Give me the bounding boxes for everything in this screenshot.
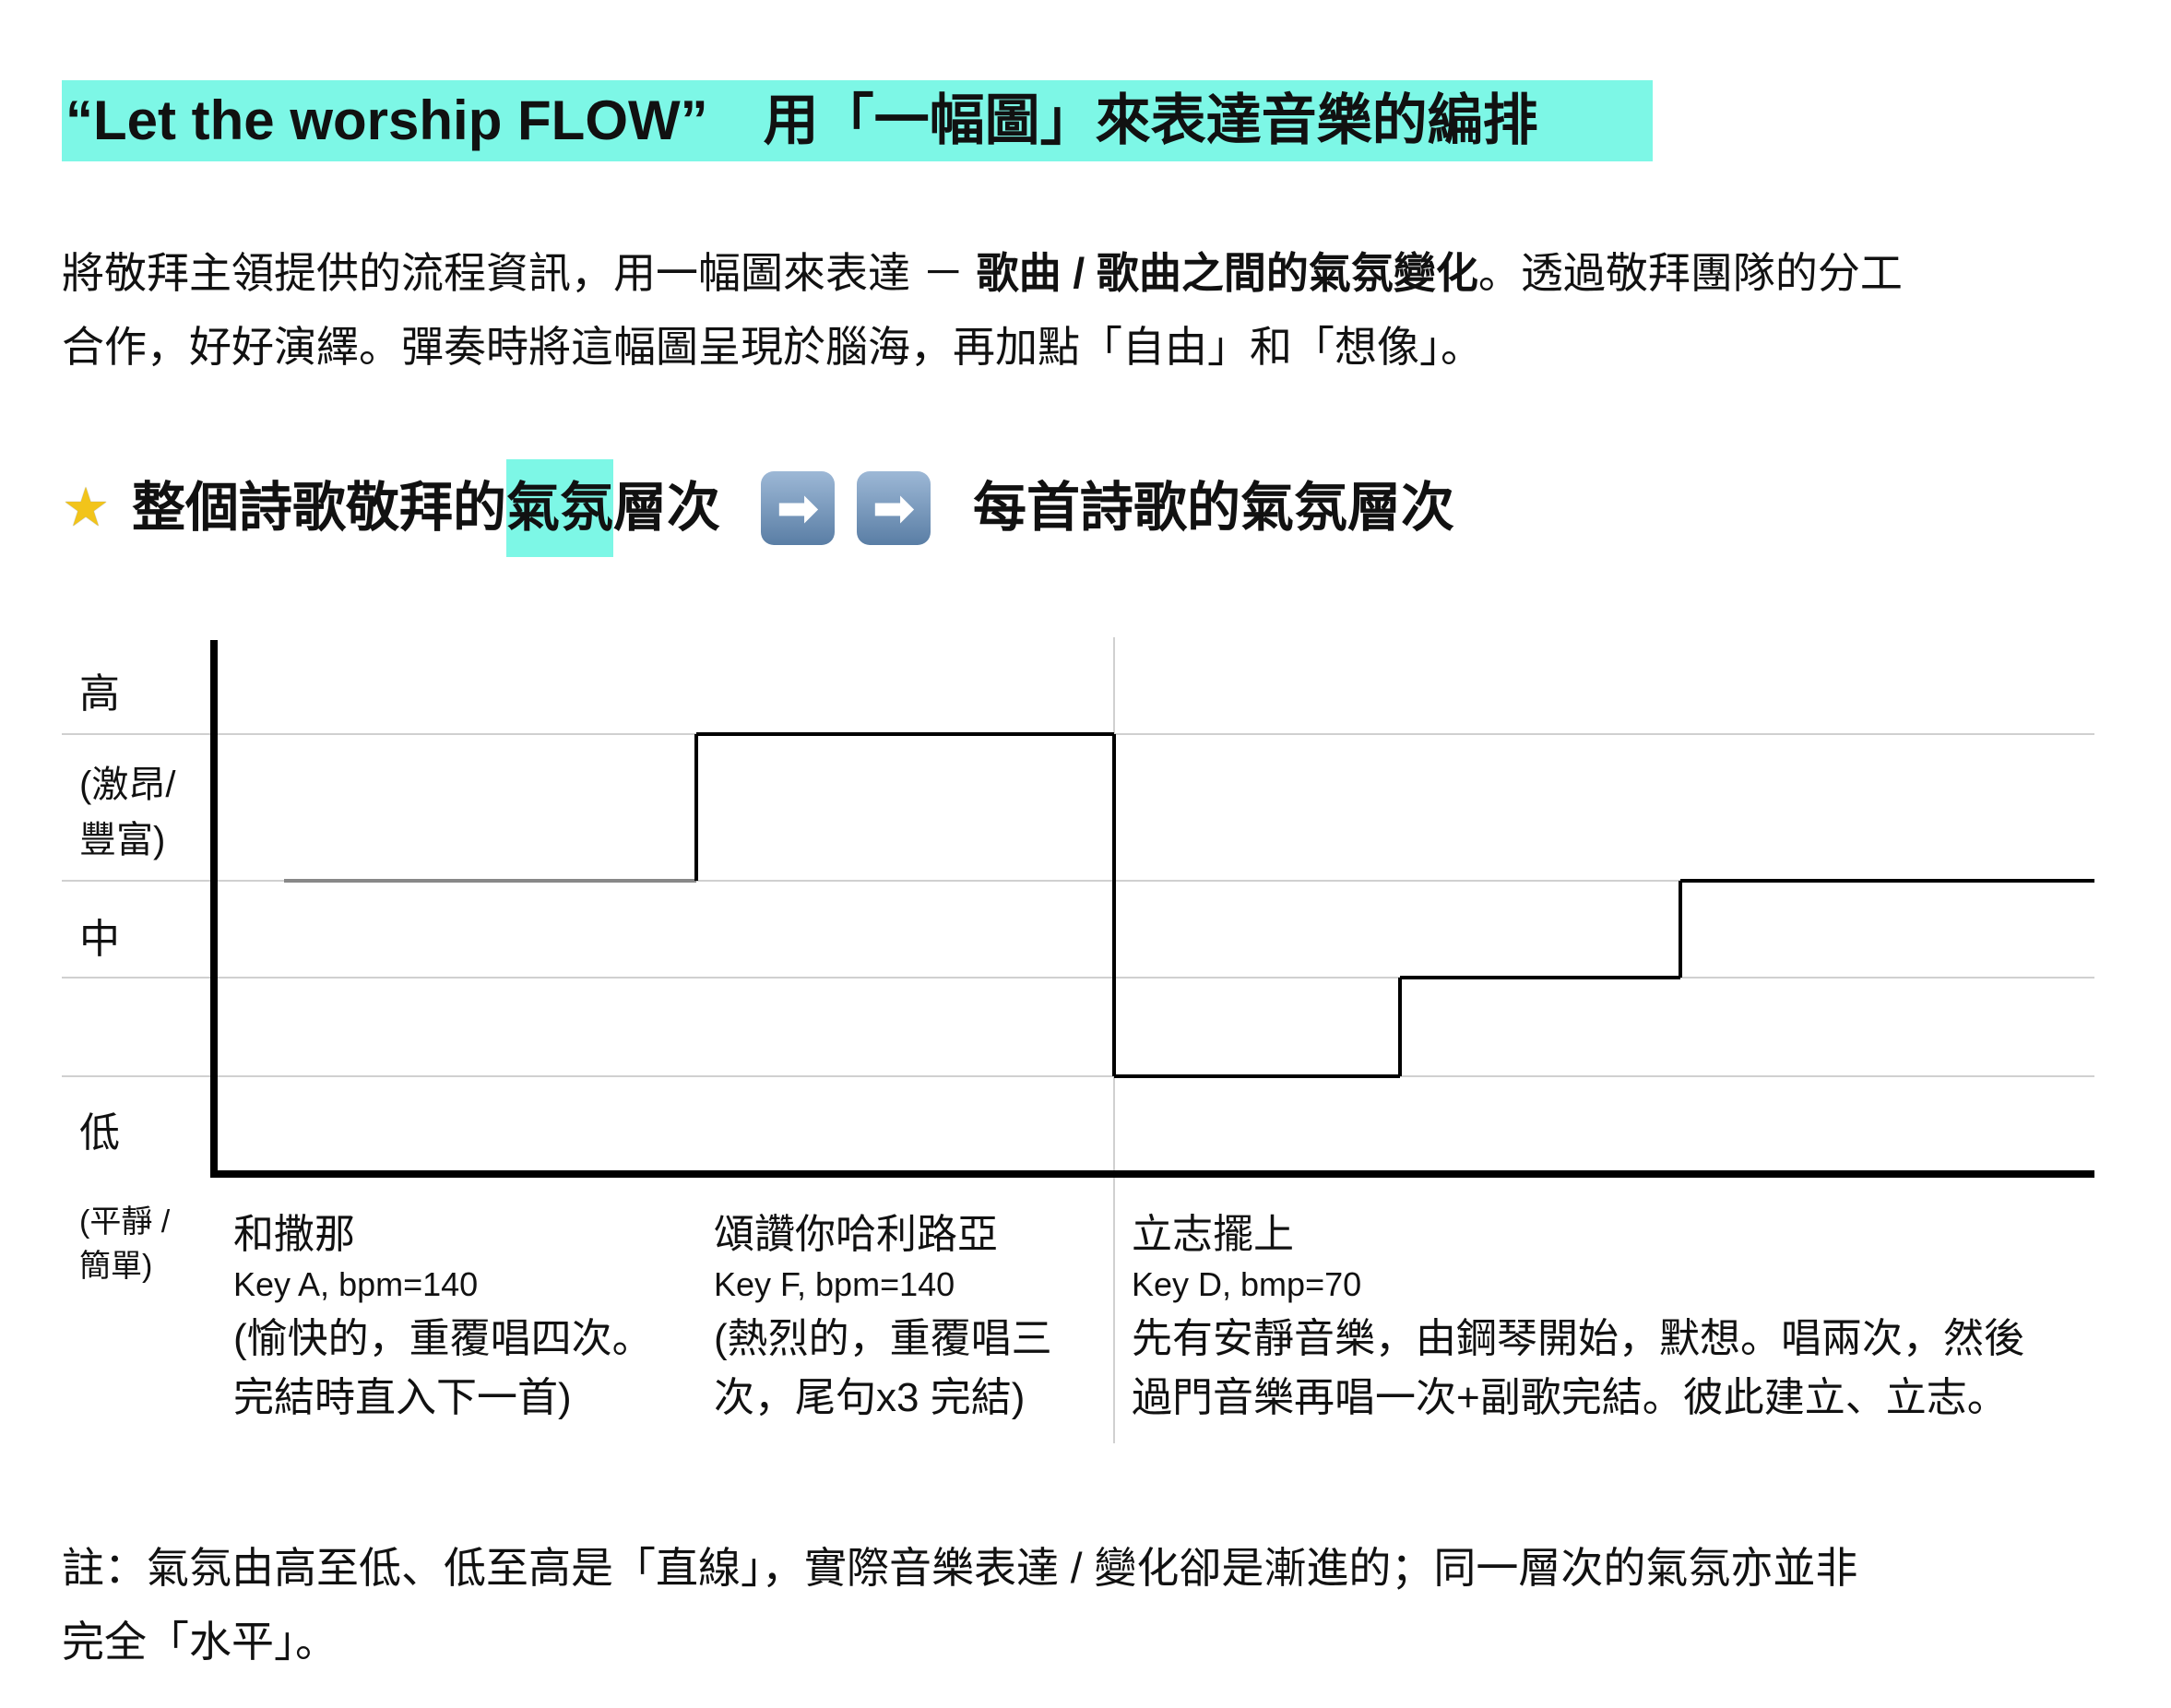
right-arrow-icon: ➡ bbox=[761, 471, 836, 545]
song-title: 頌讚你哈利路亞 bbox=[714, 1212, 998, 1257]
y-label-low: 低 bbox=[79, 1110, 120, 1156]
intro-text: 。透過敬拜團隊的分工 bbox=[1477, 249, 1903, 297]
song-key: Key F, bpm=140 bbox=[714, 1265, 955, 1303]
right-arrow-icon: ➡ bbox=[857, 471, 931, 545]
song-desc: (熱烈的，重覆唱三 bbox=[714, 1316, 1052, 1361]
song-desc: 次，尾句x3 完結) bbox=[714, 1375, 1026, 1420]
note-line-1: 註：氣氛由高至低、低至高是「直線」，實際音樂表達 / 變化卻是漸進的；同一層次的… bbox=[62, 1544, 1858, 1592]
y-label-high-note: 豐富) bbox=[79, 820, 166, 860]
page-title: “Let the worship FLOW” 用「一幅圖」來表達音樂的編排 bbox=[62, 80, 1653, 161]
intro-line-1: 將敬拜主領提供的流程資訊，用一幅圖來表達 － 歌曲 / 歌曲之間的氣氛變化。透過… bbox=[62, 245, 1903, 301]
intro-text: 將敬拜主領提供的流程資訊，用一幅圖來表達 － bbox=[62, 249, 977, 297]
song-key: Key A, bpm=140 bbox=[233, 1265, 479, 1303]
y-label-mid: 中 bbox=[79, 917, 120, 962]
song-desc: 過門音樂再唱一次+副歌完結。彼此建立、立志。 bbox=[1132, 1375, 2008, 1420]
intro-bold-text: 歌曲 / 歌曲之間的氣氛變化 bbox=[976, 249, 1478, 297]
heading-text: 每首詩歌的氣氛層次 bbox=[973, 478, 1455, 538]
song-block: 和撒那 Key A, bpm=140 (愉快的，重覆唱四次。 完結時直入下一首) bbox=[233, 1201, 653, 1428]
y-label-low-note: 簡單) bbox=[79, 1249, 153, 1284]
song-desc: 先有安靜音樂，由鋼琴開始，默想。唱兩次，然後 bbox=[1132, 1316, 2024, 1361]
heading-text: 層次 bbox=[613, 478, 721, 538]
intro-line-2: 合作，好好演繹。彈奏時將這幅圖呈現於腦海，再加點「自由」和「想像」。 bbox=[62, 323, 1483, 371]
star-icon: ★ bbox=[62, 478, 110, 538]
y-label-low-note: (平靜 / bbox=[79, 1204, 171, 1239]
song-key: Key D, bmp=70 bbox=[1132, 1265, 1362, 1303]
heading-highlight: 氣氛 bbox=[506, 459, 614, 557]
section-heading: ★ 整個詩歌敬拜的氣氛層次 ➡ ➡ 每首詩歌的氣氛層次 bbox=[62, 459, 1454, 557]
song-block: 頌讚你哈利路亞 Key F, bpm=140 (熱烈的，重覆唱三 次，尾句x3 … bbox=[714, 1201, 1052, 1428]
song-block: 立志擺上 Key D, bmp=70 先有安靜音樂，由鋼琴開始，默想。唱兩次，然… bbox=[1132, 1201, 2024, 1428]
song-desc: (愉快的，重覆唱四次。 bbox=[233, 1316, 653, 1361]
song-title: 立志擺上 bbox=[1132, 1212, 1294, 1257]
note-line-2: 完全「水平」。 bbox=[62, 1618, 338, 1666]
y-label-high-note: (激昂/ bbox=[79, 765, 176, 805]
song-desc: 完結時直入下一首) bbox=[233, 1375, 572, 1420]
heading-text: 整個詩歌敬拜的 bbox=[132, 478, 507, 538]
y-label-high: 高 bbox=[79, 671, 120, 717]
song-title: 和撒那 bbox=[233, 1212, 355, 1257]
